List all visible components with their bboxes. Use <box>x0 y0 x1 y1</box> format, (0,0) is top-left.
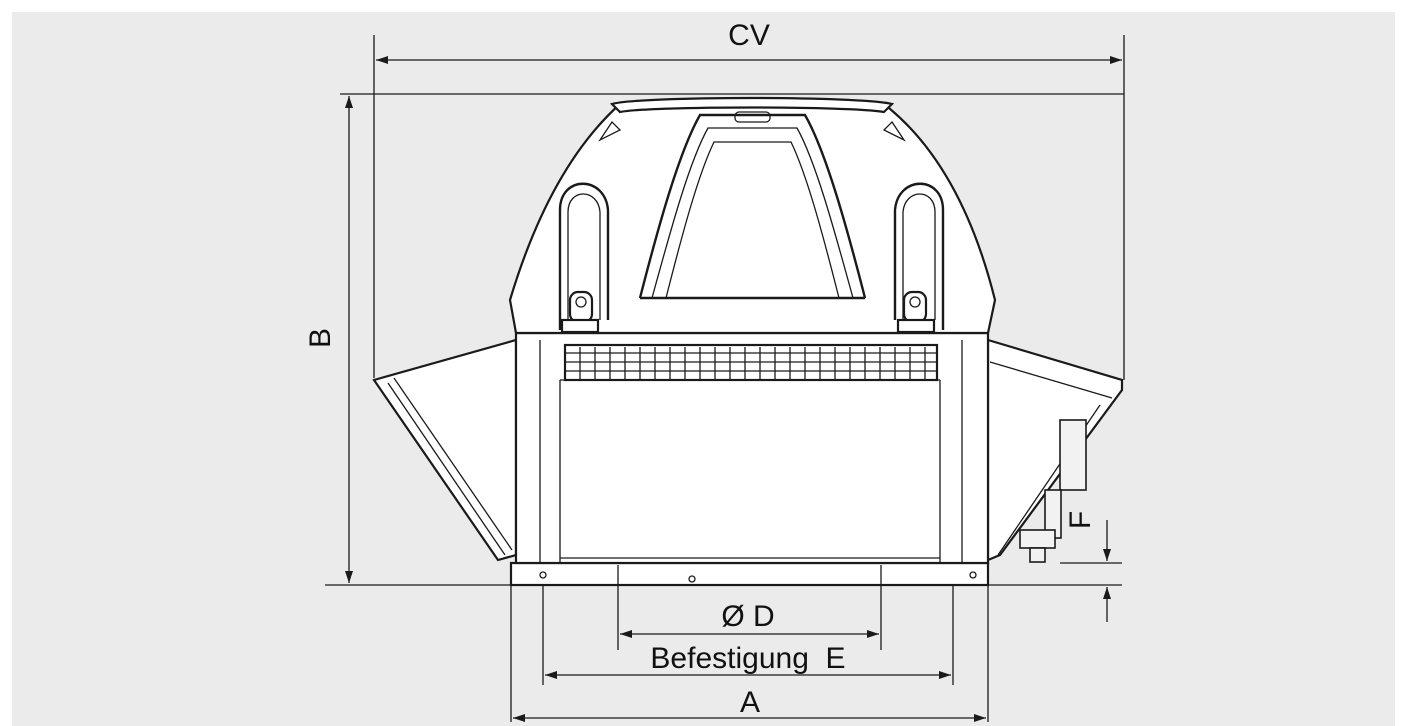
label-befestigung-e: Befestigung E <box>650 642 845 675</box>
terminal-box <box>1019 419 1087 563</box>
hood-cap <box>609 96 895 114</box>
label-f: F <box>1064 511 1097 529</box>
motor-guard <box>563 343 939 382</box>
base-plate <box>509 561 990 587</box>
label-b: B <box>304 328 337 348</box>
lifting-eye-left <box>560 290 600 334</box>
label-a: A <box>740 686 760 719</box>
label-cv: CV <box>728 19 770 52</box>
roof-fan <box>372 96 1124 587</box>
lifting-eye-right <box>896 290 936 334</box>
left-deflector <box>372 338 518 562</box>
label-od: Ø D <box>721 600 774 633</box>
dimensions: CV B F Ø D Befestigung E A <box>304 19 1125 722</box>
